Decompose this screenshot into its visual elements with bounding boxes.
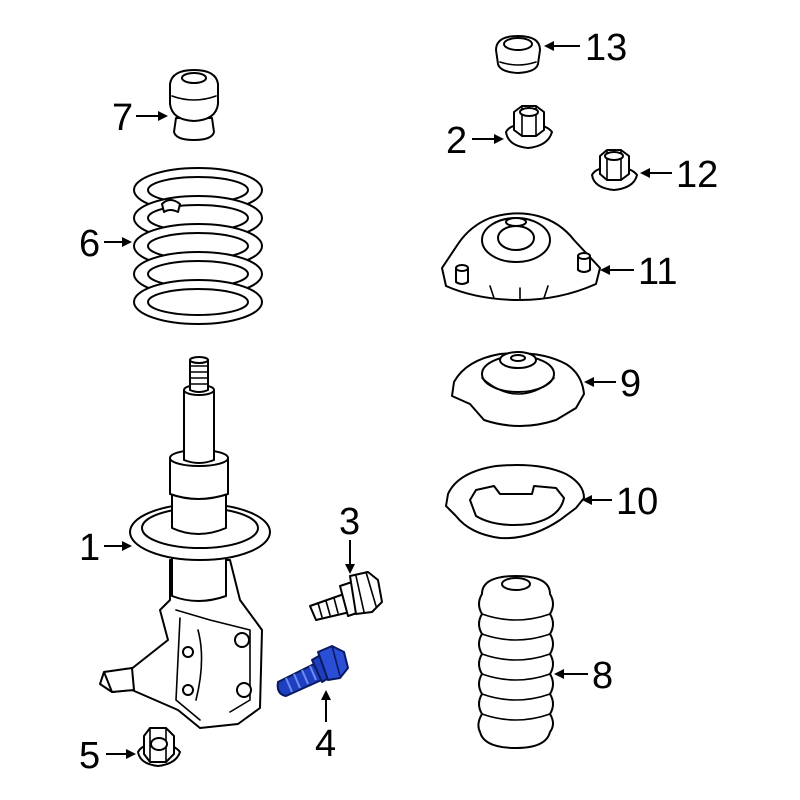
callout-13-label: 13 (585, 27, 627, 69)
part-2-flange-nut[interactable] (505, 105, 553, 149)
callout-10-label: 10 (616, 481, 658, 523)
callout-1-label: 1 (79, 527, 100, 569)
part-6-coil-spring[interactable] (133, 167, 263, 325)
callout-5-label: 5 (79, 735, 100, 777)
callout-8-label: 8 (592, 655, 613, 697)
callout-7: 7 (112, 97, 168, 139)
callout-12: 12 (640, 154, 718, 196)
callout-1: 1 (79, 527, 132, 569)
callout-3-label: 3 (339, 501, 360, 543)
part-5-nut[interactable] (137, 727, 181, 767)
callout-4-label: 4 (315, 723, 336, 765)
callout-10: 10 (582, 481, 658, 523)
callout-6: 6 (79, 223, 132, 265)
callout-11: 11 (600, 251, 677, 293)
callout-2-label: 2 (446, 120, 467, 162)
callout-9-label: 9 (620, 363, 641, 405)
part-11-strut-mount[interactable] (441, 212, 601, 301)
part-10-insulator[interactable] (445, 464, 585, 540)
part-1-strut-assembly[interactable] (99, 356, 271, 729)
callout-4: 4 (315, 690, 336, 765)
part-13-bump-cap[interactable] (495, 35, 541, 74)
callout-13: 13 (544, 27, 627, 69)
part-4-bolt-highlighted[interactable] (276, 645, 349, 697)
callout-8: 8 (554, 655, 613, 697)
callout-11-label: 11 (638, 251, 677, 293)
callout-2: 2 (446, 120, 504, 162)
callout-7-label: 7 (112, 97, 133, 139)
part-9-spring-seat[interactable] (451, 351, 585, 427)
part-3-bolt[interactable] (309, 571, 383, 621)
callout-6-label: 6 (79, 223, 100, 265)
callout-3: 3 (339, 501, 360, 574)
callout-5: 5 (79, 735, 136, 777)
part-12-flange-nut[interactable] (591, 149, 638, 191)
callout-9: 9 (584, 363, 641, 405)
part-8-dust-boot[interactable] (477, 575, 554, 749)
callout-12-label: 12 (676, 154, 718, 196)
part-7-bump-stop[interactable] (169, 69, 219, 141)
